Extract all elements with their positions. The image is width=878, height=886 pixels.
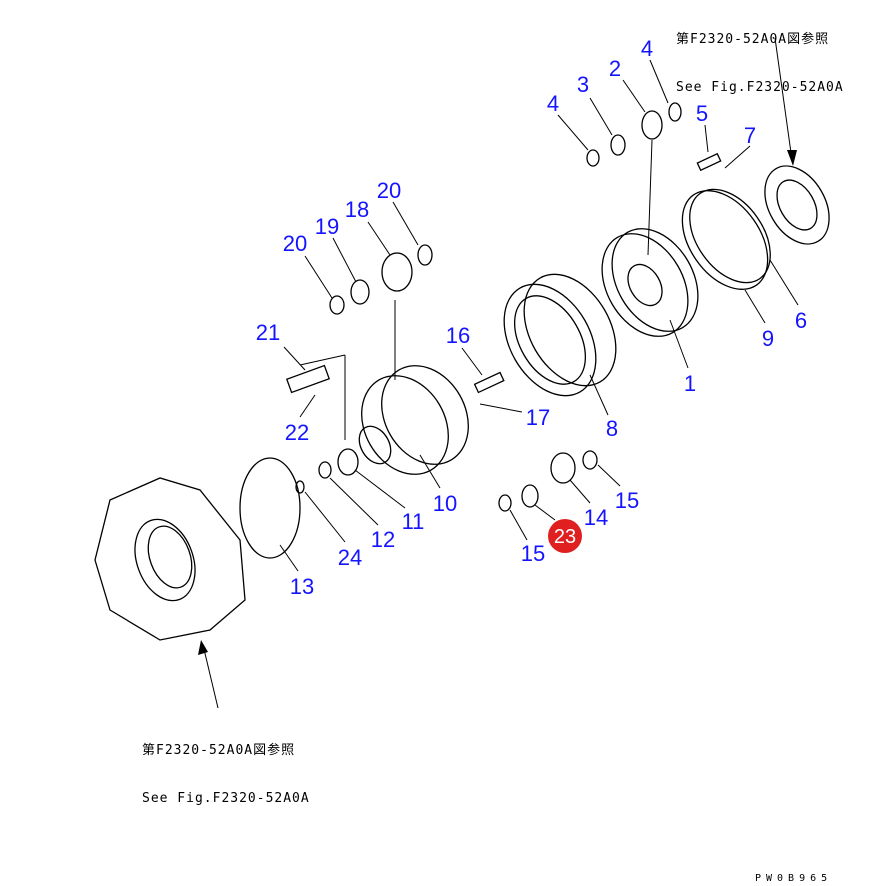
reference-note-bottom: 第F2320-52A0A図参照 See Fig.F2320-52A0A	[142, 711, 310, 823]
callout-15[interactable]: 15	[615, 488, 639, 513]
reference-note-bottom-en: See Fig.F2320-52A0A	[142, 791, 310, 806]
reference-note-bottom-jp: 第F2320-52A0A図参照	[142, 743, 296, 758]
callout-19[interactable]: 19	[315, 214, 339, 239]
callout-13[interactable]: 13	[290, 574, 314, 599]
reference-note-top: 第F2320-52A0A図参照 See Fig.F2320-52A0A	[676, 0, 844, 112]
callout-10[interactable]: 10	[433, 491, 457, 516]
callout-20[interactable]: 20	[283, 231, 307, 256]
callout-18[interactable]: 18	[345, 197, 369, 222]
callout-15[interactable]: 15	[521, 541, 545, 566]
callout-1[interactable]: 1	[684, 371, 696, 396]
part-housing	[94, 477, 246, 641]
callout-16[interactable]: 16	[446, 323, 470, 348]
callout-4[interactable]: 4	[641, 36, 653, 61]
reference-note-top-en: See Fig.F2320-52A0A	[676, 80, 844, 95]
callout-12[interactable]: 12	[371, 527, 395, 552]
callout-21[interactable]: 21	[256, 320, 280, 345]
leader-lines	[279, 59, 799, 572]
part-carrier-10	[358, 365, 469, 475]
highlight-circle	[548, 519, 582, 553]
callout-8[interactable]: 8	[606, 416, 618, 441]
callout-9[interactable]: 9	[762, 326, 774, 351]
callout-11[interactable]: 11	[402, 509, 425, 534]
callout-20[interactable]: 20	[377, 178, 401, 203]
callout-17[interactable]: 17	[526, 405, 550, 430]
callout-7[interactable]: 7	[744, 123, 756, 148]
reference-arrow-bottom	[198, 640, 219, 709]
callout-3[interactable]: 3	[577, 72, 589, 97]
small-parts	[239, 102, 722, 559]
callout-5[interactable]: 5	[696, 101, 708, 126]
callout-2[interactable]: 2	[609, 56, 621, 81]
drawing-code: PW0B965	[755, 873, 833, 884]
reference-arrow-top	[774, 37, 797, 166]
callout-14[interactable]: 14	[584, 505, 608, 530]
callout-4[interactable]: 4	[547, 91, 559, 116]
callout-24[interactable]: 24	[338, 545, 362, 570]
callout-6[interactable]: 6	[795, 308, 807, 333]
part-ring-gear-8	[503, 273, 617, 397]
callout-23-highlighted[interactable]: 23	[554, 526, 576, 548]
part-cover-6	[764, 165, 830, 245]
part-carrier-1	[601, 228, 699, 337]
reference-note-top-jp: 第F2320-52A0A図参照	[676, 32, 830, 47]
callout-22[interactable]: 22	[285, 420, 309, 445]
part-ring-9	[681, 188, 771, 290]
